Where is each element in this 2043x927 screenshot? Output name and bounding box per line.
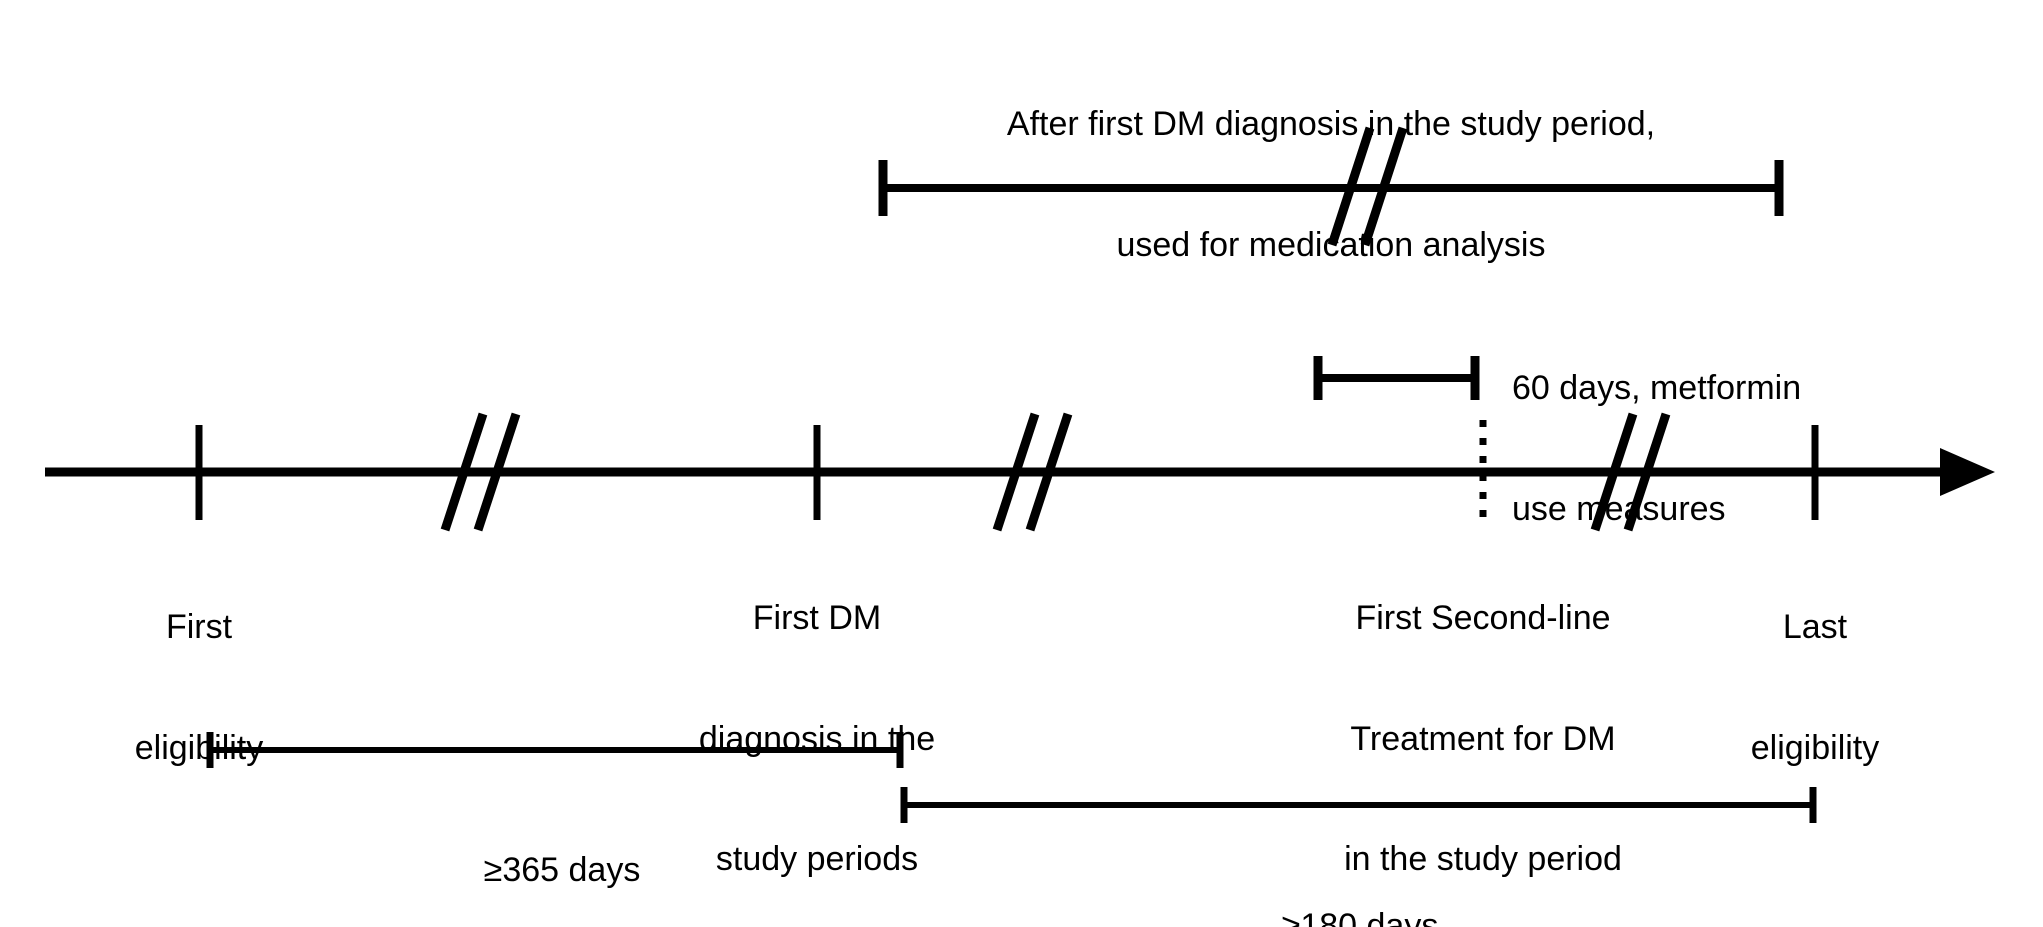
milestone-label-line: First Second-line	[1355, 599, 1611, 638]
bracket-medication-analysis-window	[878, 126, 1784, 247]
duration-label-line: ≥365 days	[483, 851, 641, 890]
milestone-label-first-dm-diagnosis: First DM diagnosis in the study periods	[567, 518, 1067, 927]
break-slash	[992, 412, 1040, 532]
axis-break-1	[440, 412, 521, 532]
annotation-metformin-use-window: 60 days, metformin use measures	[1512, 288, 1942, 609]
annotation-line: use measures	[1512, 489, 1726, 528]
milestone-label-first-second-line-treatment: First Second-line Treatment for DM in th…	[1203, 518, 1763, 927]
bracket-break-slash	[1360, 126, 1408, 247]
duration-label-line: ≥180 days	[1281, 907, 1439, 927]
annotation-line: 60 days, metformin	[1512, 369, 1802, 408]
break-slash	[440, 412, 488, 532]
milestone-label-line: First DM	[752, 599, 882, 638]
annotation-line: After first DM diagnosis in the study pe…	[1006, 105, 1656, 144]
duration-label-minimum-post-diagnosis-followup: ≥180 days	[1160, 826, 1560, 927]
break-slash	[1025, 412, 1073, 532]
study-timeline-axis	[45, 448, 1995, 496]
milestone-label-line: in the study period	[1344, 839, 1622, 878]
axis-ticks	[195, 425, 1819, 520]
break-slash	[1590, 412, 1638, 532]
bracket-minimum-post-diagnosis-followup	[900, 787, 1817, 823]
milestone-label-line: diagnosis in the	[698, 719, 936, 758]
milestone-label-line: First	[165, 608, 233, 647]
milestone-label-line: study periods	[715, 839, 919, 878]
annotation-medication-analysis-window: After first DM diagnosis in the study pe…	[831, 24, 1831, 345]
break-slash	[473, 412, 521, 532]
axis-arrowhead-icon	[1940, 448, 1995, 496]
milestone-label-line: Treatment for DM	[1350, 719, 1616, 758]
annotation-line: used for medication analysis	[1116, 225, 1546, 264]
bracket-minimum-pre-diagnosis-eligibility	[206, 732, 904, 768]
milestone-label-line: eligibility	[1750, 728, 1880, 767]
milestone-label-line: eligibility	[134, 728, 264, 767]
axis-break-3	[1590, 412, 1671, 532]
break-slash	[1623, 412, 1671, 532]
axis-break-2	[992, 412, 1073, 532]
milestone-label-last-eligibility: Last eligibility	[1625, 527, 2005, 848]
duration-label-minimum-pre-diagnosis-eligibility: ≥365 days	[362, 770, 762, 927]
bracket-break-slash	[1327, 126, 1375, 247]
milestone-label-first-eligibility: First eligibility	[0, 527, 399, 848]
milestone-label-line: Last	[1782, 608, 1848, 647]
bracket-metformin-use-window	[1313, 356, 1480, 400]
